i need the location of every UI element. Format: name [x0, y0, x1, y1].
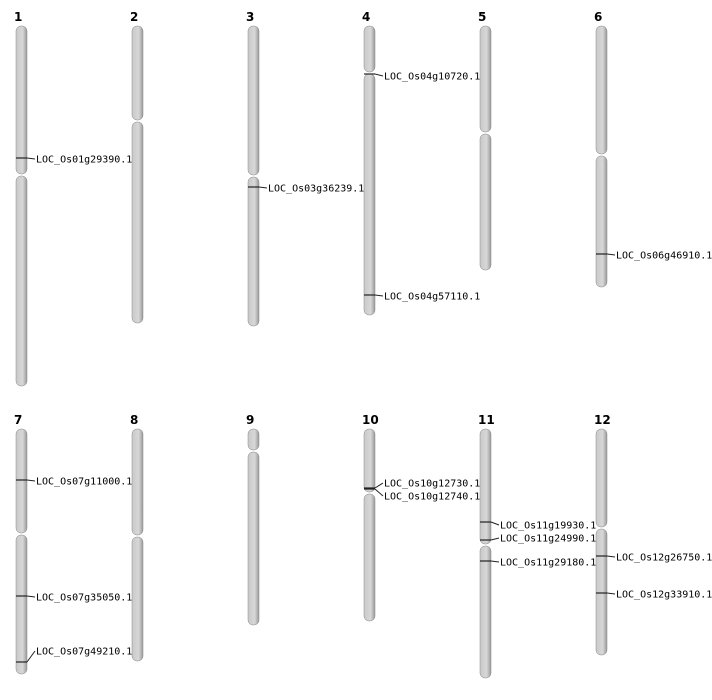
- chromosome-long-arm: [479, 133, 492, 271]
- chromosome-11: 11LOC_Os11g19930.1LOC_Os11g24990.1LOC_Os…: [478, 413, 596, 679]
- chromosome-number: 6: [594, 10, 602, 24]
- chromosome-7: 7LOC_Os07g11000.1LOC_Os07g35050.1LOC_Os0…: [14, 413, 132, 675]
- chromosome-long-arm: [595, 528, 608, 656]
- chromosome-number: 2: [130, 10, 138, 24]
- gene-connector: [490, 537, 500, 541]
- chromosome-short-arm: [15, 25, 28, 175]
- chromosome-long-arm: [15, 534, 28, 675]
- gene-connector: [606, 253, 616, 256]
- gene-connector: [490, 560, 500, 563]
- gene-connector: [606, 592, 616, 595]
- chromosome-number: 7: [14, 413, 22, 427]
- gene-connector: [258, 186, 268, 189]
- chromosome-short-arm: [131, 25, 144, 121]
- chromosome-short-arm: [479, 25, 492, 133]
- gene-label: LOC_Os06g46910.1: [616, 251, 712, 262]
- chromosome-long-arm: [15, 175, 28, 387]
- chromosome-long-arm: [131, 536, 144, 662]
- chromosome-short-arm: [363, 25, 376, 73]
- chromosome-short-arm: [363, 428, 376, 493]
- gene-connector: [26, 595, 36, 598]
- gene-label: LOC_Os07g35050.1: [36, 593, 132, 604]
- gene-label: LOC_Os11g29180.1: [500, 558, 596, 569]
- gene-label: LOC_Os11g19930.1: [500, 521, 596, 532]
- gene-label: LOC_Os04g10720.1: [384, 72, 480, 83]
- gene-label: LOC_Os10g12740.1: [384, 492, 480, 503]
- chromosome-short-arm: [479, 428, 492, 545]
- chromosome-short-arm: [595, 428, 608, 528]
- chromosome-short-arm: [595, 25, 608, 155]
- chromosome-2: 2: [130, 10, 144, 324]
- gene-label: LOC_Os07g11000.1: [36, 477, 132, 488]
- gene-connector: [374, 482, 384, 489]
- gene-connector: [374, 488, 384, 497]
- chromosome-number: 11: [478, 413, 495, 427]
- gene-connector: [26, 479, 36, 482]
- chromosome-short-arm: [131, 428, 144, 536]
- chromosome-short-arm: [247, 25, 260, 176]
- gene-label: LOC_Os12g33910.1: [616, 590, 712, 601]
- chromosome-number: 10: [362, 413, 379, 427]
- chromosome-long-arm: [247, 451, 260, 626]
- gene-connector: [374, 294, 384, 297]
- chromosome-short-arm: [15, 428, 28, 534]
- chromosome-long-arm: [363, 493, 376, 622]
- gene-connector: [374, 73, 384, 77]
- chromosome-long-arm: [595, 155, 608, 288]
- chromosome-number: 12: [594, 413, 611, 427]
- gene-connector: [490, 521, 500, 526]
- chromosome-number: 4: [362, 10, 370, 24]
- gene-label: LOC_Os01g29390.1: [36, 155, 132, 166]
- gene-connector: [606, 555, 616, 558]
- chromosome-number: 3: [246, 10, 254, 24]
- chromosome-number: 9: [246, 413, 254, 427]
- chromosome-long-arm: [247, 176, 260, 327]
- chromosome-long-arm: [479, 545, 492, 679]
- gene-connector: [26, 650, 36, 663]
- gene-label: LOC_Os04g57110.1: [384, 292, 480, 303]
- chromosome-short-arm: [247, 428, 260, 451]
- chromosome-number: 8: [130, 413, 138, 427]
- chromosome-long-arm: [363, 73, 376, 316]
- gene-label: LOC_Os11g24990.1: [500, 534, 596, 545]
- chromosome-number: 1: [14, 10, 22, 24]
- gene-label: LOC_Os07g49210.1: [36, 647, 132, 658]
- gene-label: LOC_Os03g36239.1: [268, 184, 364, 195]
- gene-label: LOC_Os10g12730.1: [384, 479, 480, 490]
- gene-connector: [26, 157, 36, 160]
- chromosome-9: 9: [246, 413, 260, 626]
- chromosome-5: 5: [478, 10, 492, 271]
- chromosome-8: 8: [130, 413, 144, 662]
- chromosome-number: 5: [478, 10, 486, 24]
- gene-label: LOC_Os12g26750.1: [616, 553, 712, 564]
- chromosome-long-arm: [131, 121, 144, 324]
